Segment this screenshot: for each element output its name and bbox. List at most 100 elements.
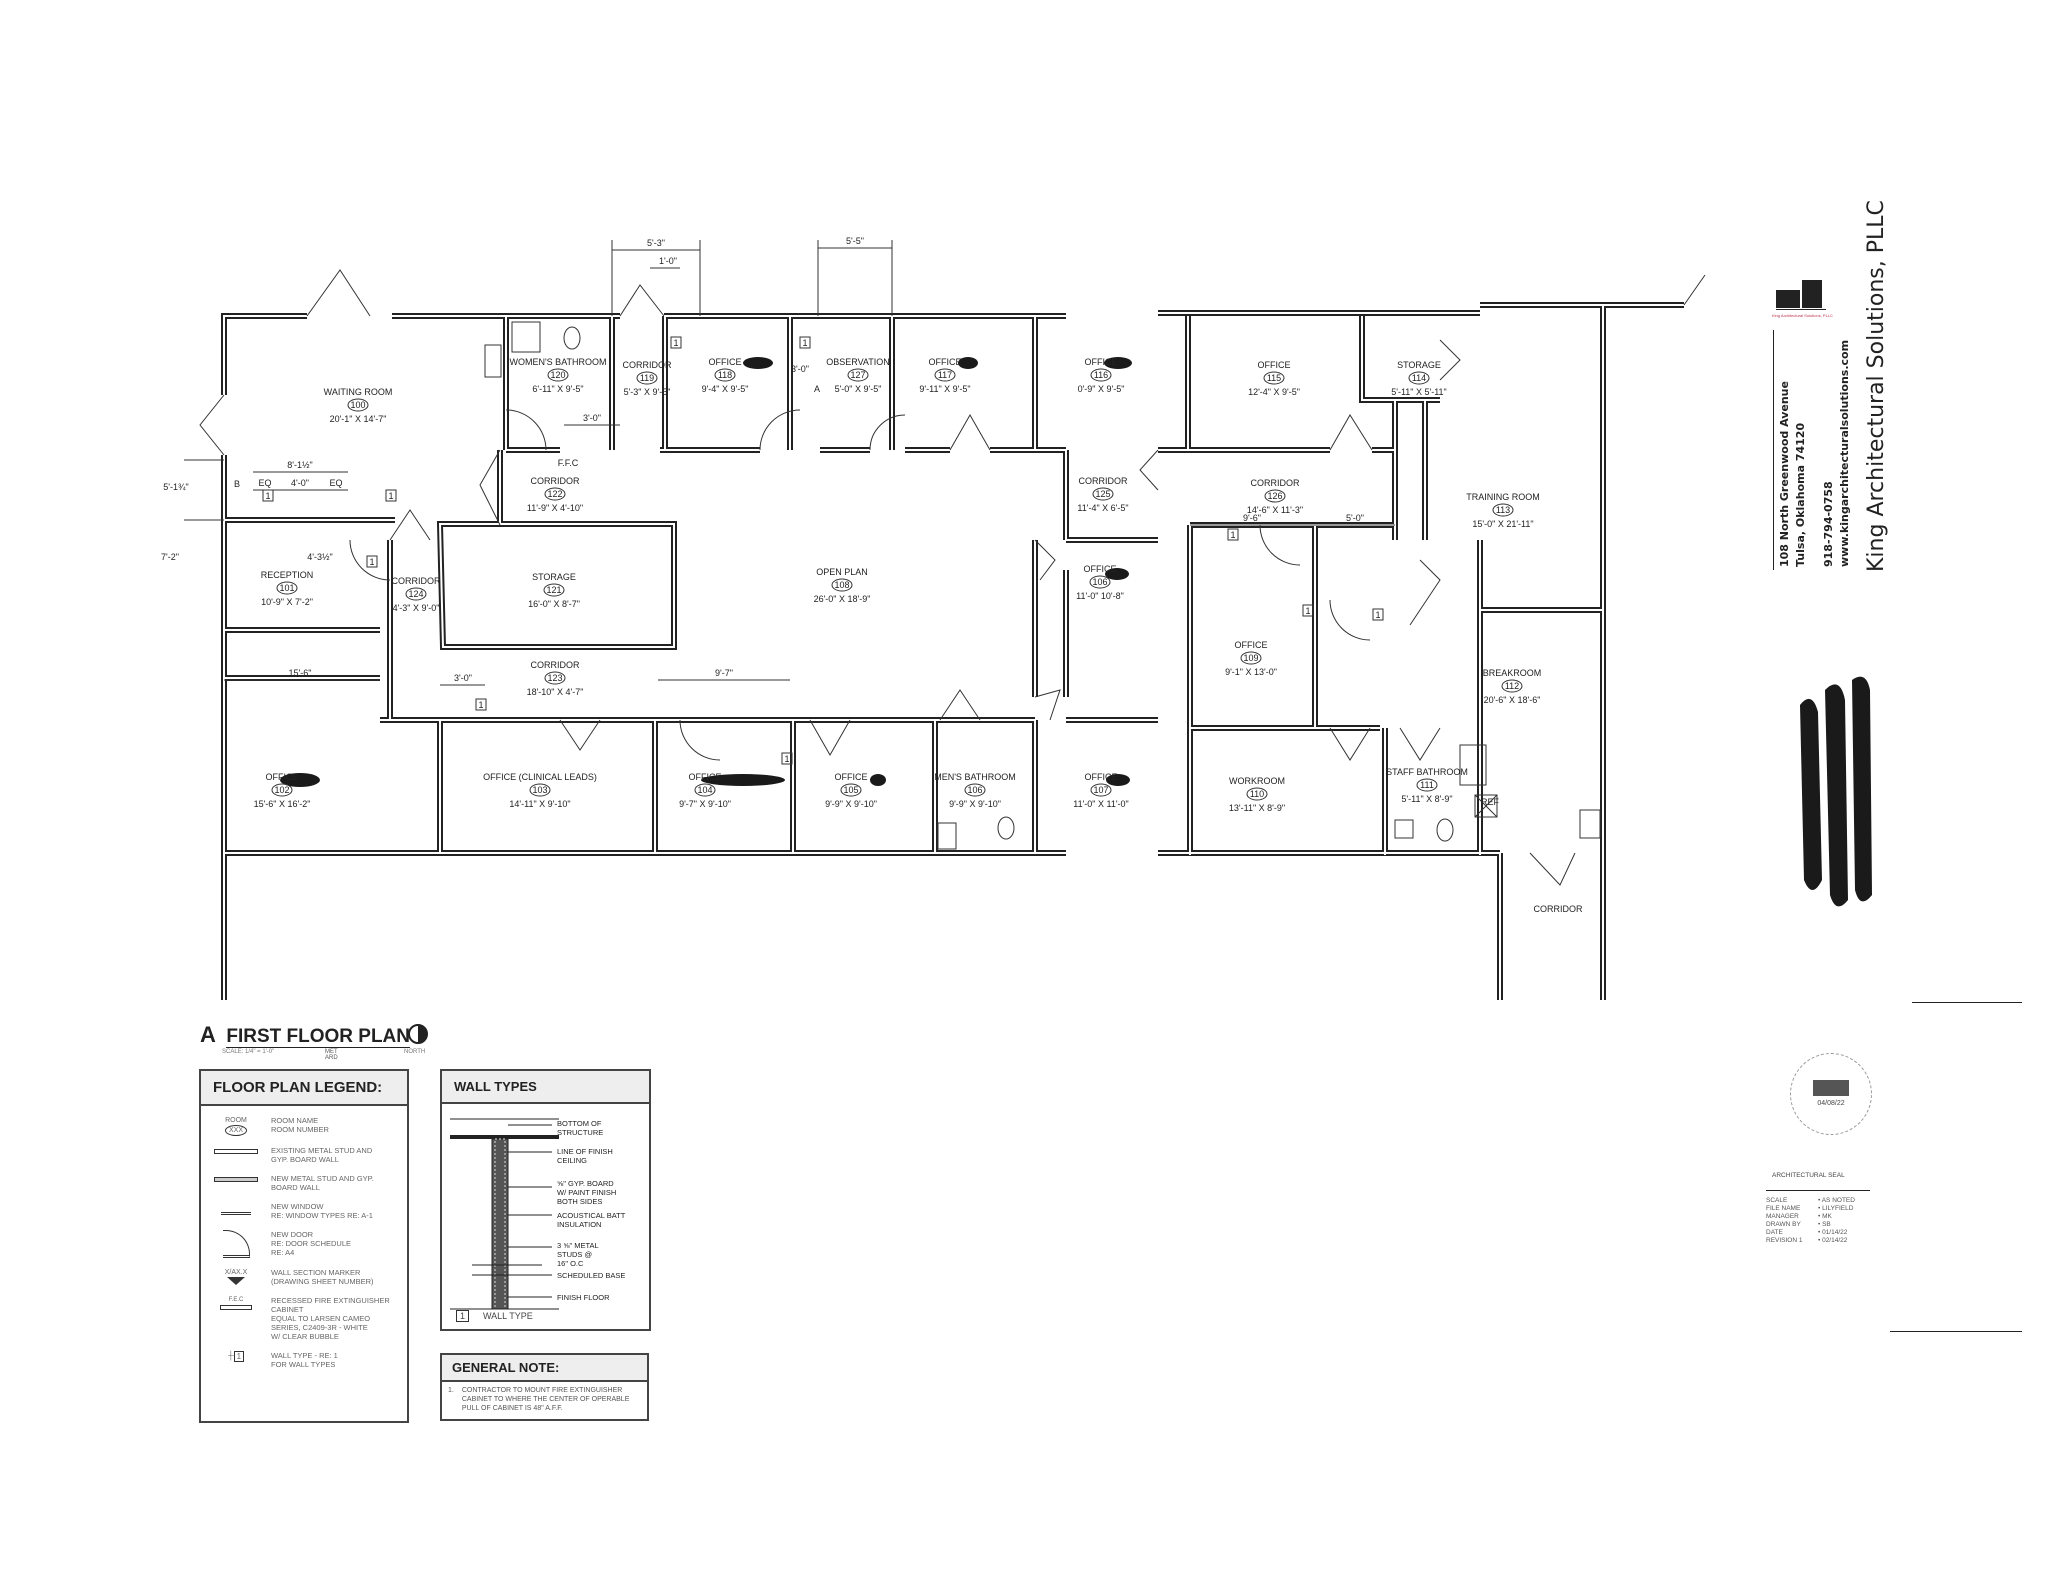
wall-types-panel: WALL TYPES BOTTOM OF STRUCTURE LINE OF F… <box>440 1069 651 1331</box>
room-dimensions: 20'-6" X 18'-6" <box>1484 695 1541 705</box>
redaction-marks <box>280 357 1872 907</box>
right-rule <box>1912 1002 2022 1003</box>
wall-type-tag: 1 <box>802 338 807 348</box>
room-number-tag-icon <box>1501 679 1523 693</box>
dimension-label: 3'-0" <box>454 673 472 683</box>
info-row: DATE• 01/14/22 <box>1766 1229 1855 1237</box>
room-number-tag-icon <box>964 783 986 797</box>
room-symbol: ROOM <box>225 1117 247 1124</box>
room-name: CORRIDOR <box>531 476 580 486</box>
room-number-tag-icon <box>1263 371 1285 385</box>
website: www.kingarchitecturalsolutions.com <box>1838 339 1851 567</box>
room-number: 127 <box>850 370 865 380</box>
wall-note: ACOUSTICAL BATT INSULATION <box>557 1211 626 1229</box>
wall-section-detail <box>450 1118 559 1310</box>
legend-item: NEW DOOR RE: DOOR SCHEDULE RE: A4 <box>201 1230 407 1258</box>
legend-text: ROOM NAME ROOM NUMBER <box>271 1116 329 1134</box>
legend-item: NEW METAL STUD AND GYP. BOARD WALL <box>201 1174 407 1192</box>
legend-text: NEW WINDOW RE: WINDOW TYPES RE: A-1 <box>271 1202 373 1220</box>
legend-text: EXISTING METAL STUD AND GYP. BOARD WALL <box>271 1146 373 1164</box>
room-number: 119 <box>640 373 654 383</box>
wall-type-tag-icon: ┼1 <box>201 1351 271 1362</box>
dimension-lines <box>184 240 1395 686</box>
room-number: 105 <box>843 785 858 795</box>
wall-type-tag: 1 <box>369 557 374 567</box>
wall-type-tag: 1 <box>673 338 678 348</box>
room-number: 113 <box>1496 505 1510 515</box>
room-number-tag-icon <box>543 583 565 597</box>
room-dimensions: 13'-11" X 8'-9" <box>1229 803 1285 813</box>
door-swings <box>199 269 1706 886</box>
legend-text: WALL TYPE - RE: 1 FOR WALL TYPES <box>271 1351 338 1369</box>
room-number-tag-icon <box>1090 368 1112 382</box>
room-number: 116 <box>1094 370 1108 380</box>
room-number: 118 <box>718 370 732 380</box>
room-dimensions: 9'-9" X 9'-10" <box>825 799 877 809</box>
dimension-label: 4'-0" <box>291 478 309 488</box>
wall-type-tag-icon <box>366 555 378 568</box>
info-label: MANAGER <box>1766 1213 1799 1220</box>
room-number-tag-icon <box>934 368 956 382</box>
info-label: SCALE <box>1766 1197 1788 1204</box>
fire-extinguisher-label: F.F.C <box>558 458 579 468</box>
room-name: CORRIDOR <box>531 660 580 670</box>
plan-sub: MET ARD <box>325 1049 338 1061</box>
wall-note: SCHEDULED BASE <box>557 1271 626 1280</box>
room-name: STORAGE <box>532 572 576 582</box>
room-dimensions: 14'-6" X 11'-3" <box>1247 505 1303 515</box>
room-number-tag-icon <box>544 487 566 501</box>
section-marker-label: X/AX.X <box>224 1269 248 1276</box>
refrigerator-label: REF <box>1481 797 1500 807</box>
wall-type-tag-icon <box>475 698 487 711</box>
info-row: FILE NAME• LILYFIELD <box>1766 1205 1855 1213</box>
wall-note: FINISH FLOOR <box>557 1293 610 1302</box>
dimension-label: EQ <box>258 478 271 488</box>
company-logo <box>1776 280 1826 310</box>
room-name: OFFICE <box>1258 360 1291 370</box>
room-dimensions: 9'-1" X 13'-0" <box>1225 667 1277 677</box>
dimension-label: 7'-2" <box>161 552 179 562</box>
room-number: 126 <box>1267 491 1282 501</box>
room-number-tag-icon <box>1246 787 1268 801</box>
wall-type-tag: 1 <box>1375 610 1380 620</box>
seal-building-icon <box>1813 1080 1849 1096</box>
room-number: 121 <box>546 585 561 595</box>
general-note-text: CONTRACTOR TO MOUNT FIRE EXTINGUISHER CA… <box>461 1387 630 1412</box>
room-number: 112 <box>1505 681 1519 691</box>
room-dimensions: 10'-9" X 7'-2" <box>261 597 313 607</box>
room-name: STAFF BATHROOM <box>1386 767 1468 777</box>
room-number-tag-icon <box>840 783 862 797</box>
room-number: 111 <box>1420 780 1434 790</box>
dimension-label: 3'-0" <box>791 364 809 374</box>
info-label: REVISION 1 <box>1766 1237 1803 1244</box>
room-name: OFFICE <box>929 357 962 367</box>
wall-note: BOTTOM OF STRUCTURE <box>557 1119 604 1137</box>
room-number: 125 <box>1095 489 1110 499</box>
wall-type-tag: 1 <box>1305 606 1310 616</box>
wall-type-tag-icon <box>781 752 793 765</box>
room-number: 110 <box>1250 789 1264 799</box>
info-value: • LILYFIELD <box>1818 1205 1854 1212</box>
room-name: TRAINING ROOM <box>1466 492 1540 502</box>
seal-date: 04/08/22 <box>1817 1100 1845 1107</box>
room-name: OFFICE <box>266 772 299 782</box>
wall-cores <box>223 304 1685 1001</box>
room-dimensions: 16'-0" X 8'-7" <box>528 599 580 609</box>
room-name: CORRIDOR <box>1079 476 1128 486</box>
room-name: RECEPTION <box>261 570 314 580</box>
wall-types-heading: WALL TYPES <box>442 1071 649 1104</box>
room-number-tag-icon <box>529 783 551 797</box>
legend-item: EXISTING METAL STUD AND GYP. BOARD WALL <box>201 1146 407 1164</box>
info-value: • AS NOTED <box>1818 1197 1855 1204</box>
window-tag-a: A <box>814 384 820 394</box>
room-name: WAITING ROOM <box>324 387 393 397</box>
info-row: MANAGER• MK <box>1766 1213 1855 1221</box>
new-wall-icon <box>214 1177 258 1182</box>
fire-extinguisher-cabinet-icon: F.E.C <box>201 1296 271 1310</box>
plan-title: A FIRST FLOOR PLAN SCALE: 1/4" = 1'-0" M… <box>200 1022 428 1061</box>
room-number: 107 <box>1093 785 1108 795</box>
